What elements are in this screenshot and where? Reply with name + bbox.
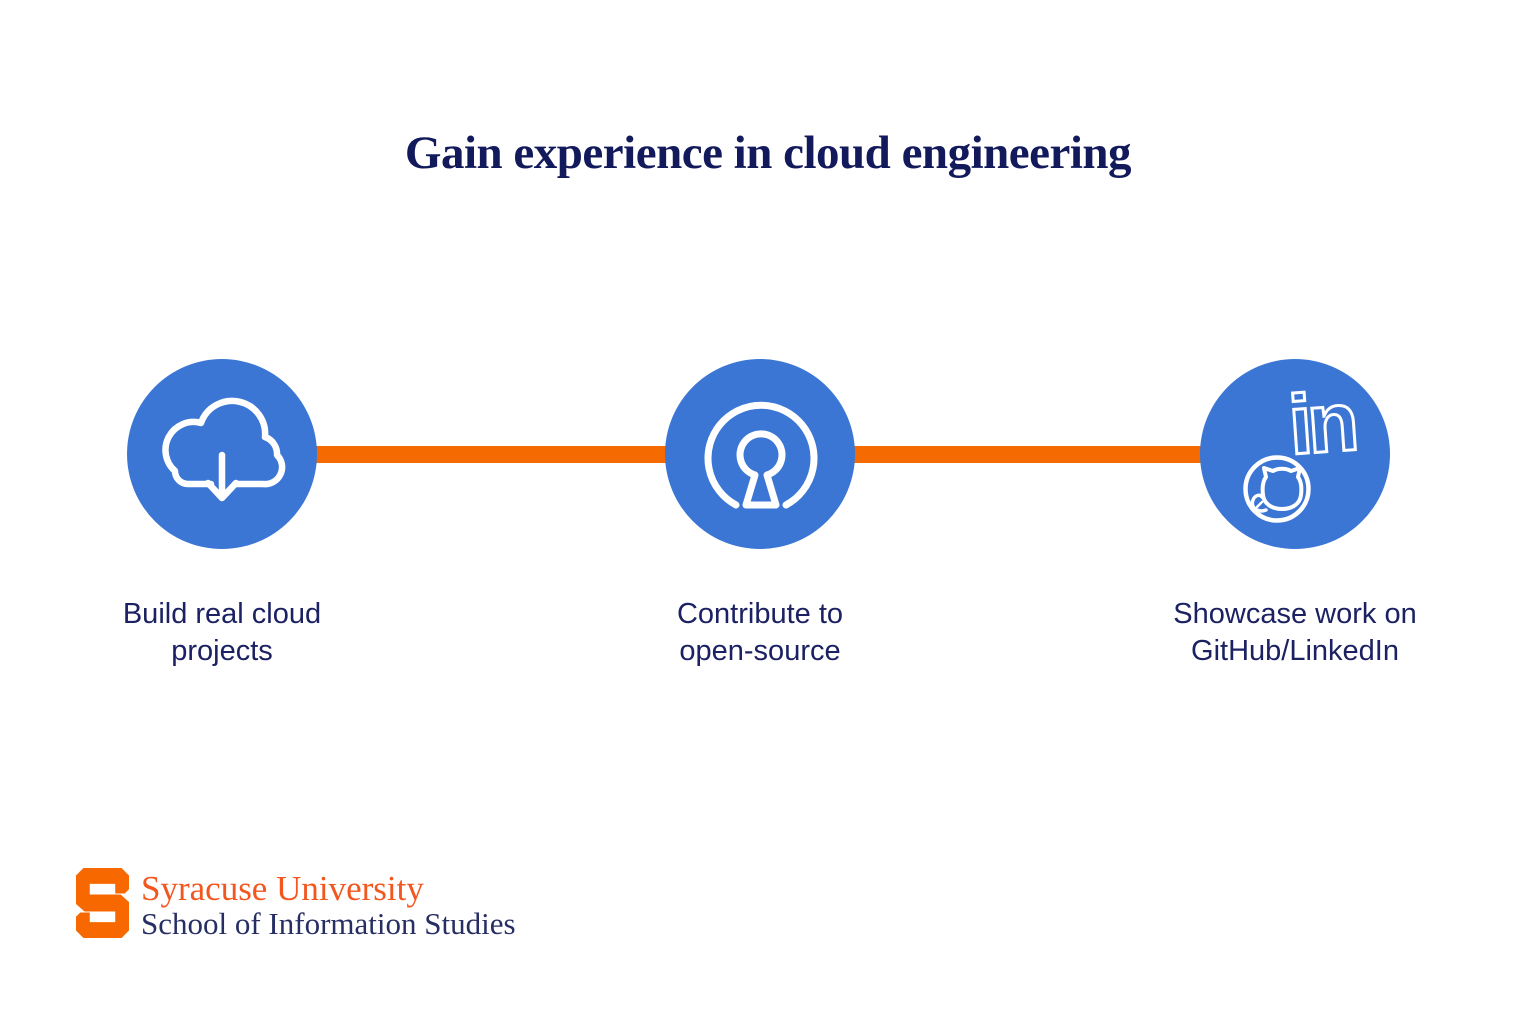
school-name: School of Information Studies (141, 906, 516, 941)
step-label-line: projects (171, 635, 273, 667)
github-icon (1243, 455, 1311, 523)
step-label-cloud: Build real cloud projects (22, 596, 422, 670)
step-label-line: Contribute to (676, 598, 844, 630)
step-label-line: Build real cloud (122, 598, 322, 630)
open-source-icon (704, 401, 818, 509)
step-label-showcase: Showcase work on GitHub/LinkedIn (1095, 596, 1495, 670)
step-label-line: GitHub/LinkedIn (1191, 635, 1399, 667)
github-linkedin-icon: in (1243, 372, 1359, 523)
step-label-line: Showcase work on (1173, 598, 1417, 630)
page-title: Gain experience in cloud engineering (404, 127, 1132, 179)
step-label-line: open-source (679, 635, 841, 667)
step-circle-cloud (127, 359, 317, 549)
university-name: Syracuse University (141, 869, 424, 908)
linkedin-icon: in (1284, 372, 1359, 473)
syracuse-block-s-logo (76, 868, 129, 938)
step-circle-showcase: in (1200, 359, 1390, 549)
step-label-open-source: Contribute to open-source (560, 596, 960, 670)
cloud-download-icon (162, 397, 286, 502)
linkedin-in-glyph: in (1286, 374, 1358, 472)
step-circle-open-source (665, 359, 855, 549)
